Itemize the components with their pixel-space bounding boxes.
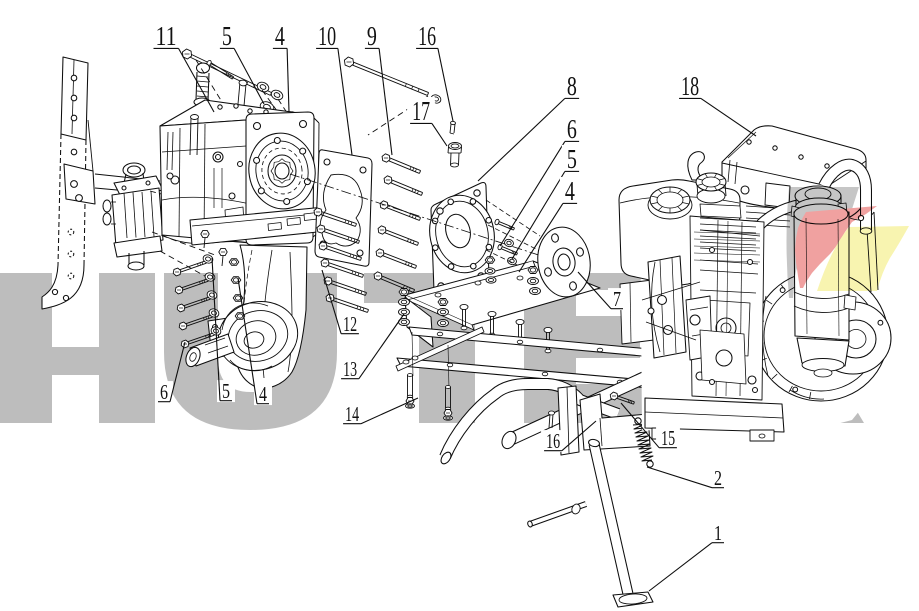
svg-text:5: 5 [222, 379, 230, 403]
svg-text:8: 8 [567, 71, 577, 101]
svg-text:15: 15 [661, 426, 675, 450]
svg-text:16: 16 [546, 429, 560, 453]
svg-text:16: 16 [418, 21, 436, 51]
svg-text:13: 13 [343, 357, 357, 381]
svg-text:9: 9 [367, 21, 377, 51]
svg-text:5: 5 [222, 21, 232, 51]
svg-text:11: 11 [155, 21, 176, 51]
svg-text:17: 17 [412, 96, 430, 126]
svg-text:6: 6 [160, 380, 168, 404]
svg-text:12: 12 [343, 312, 357, 336]
svg-text:10: 10 [318, 21, 336, 51]
svg-text:18: 18 [681, 71, 699, 101]
svg-text:4: 4 [275, 21, 285, 51]
svg-text:2: 2 [714, 466, 722, 490]
svg-text:7: 7 [613, 287, 621, 311]
svg-text:1: 1 [714, 521, 722, 545]
svg-text:5: 5 [567, 144, 577, 174]
svg-text:4: 4 [565, 176, 575, 206]
svg-text:6: 6 [567, 114, 577, 144]
svg-text:14: 14 [345, 402, 359, 426]
svg-text:4: 4 [259, 382, 267, 406]
